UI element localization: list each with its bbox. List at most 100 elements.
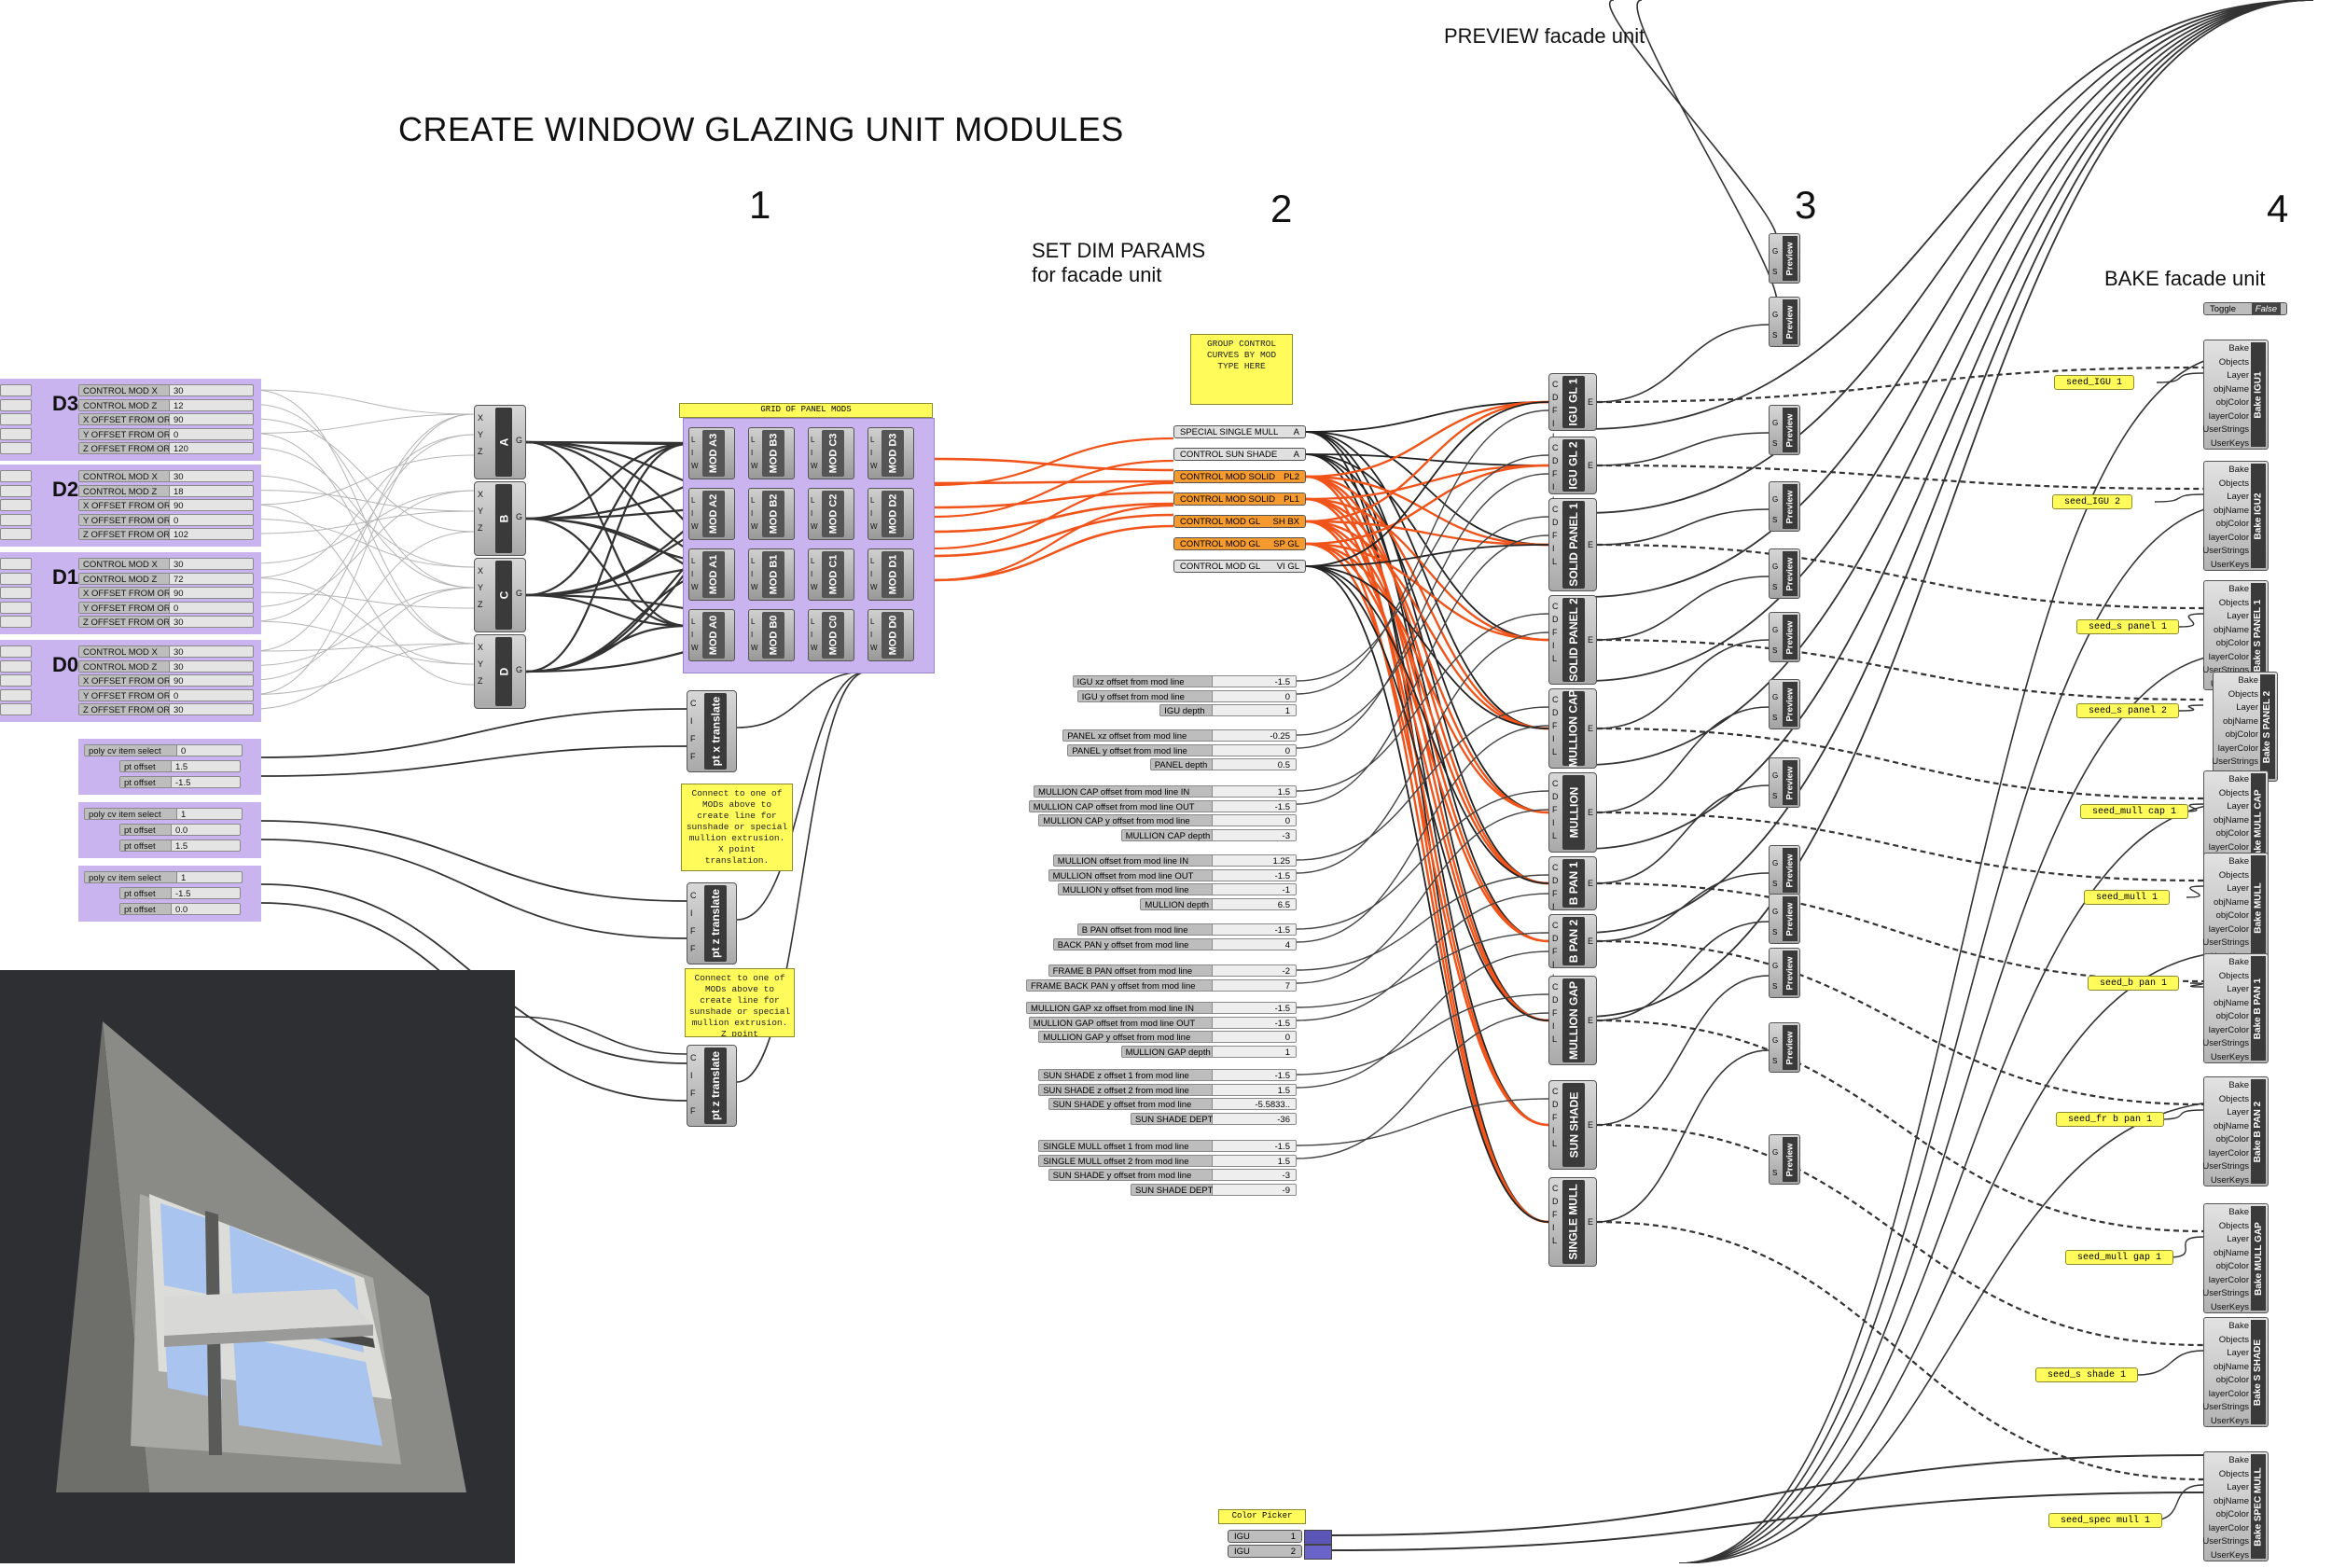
dim-param[interactable]: IGU xz offset from mod line-1.5 [1072,675,1297,687]
dim-param[interactable]: SUN SHADE y offset from mod line-3 [1048,1169,1297,1181]
number-slider[interactable]: Z OFFSET FROM ORIGIN102 [78,528,254,540]
slider-stub[interactable] [0,413,32,425]
slider-stub[interactable] [0,384,32,396]
slider-stub[interactable] [0,572,32,585]
number-slider[interactable]: Z OFFSET FROM ORIGIN120 [78,442,254,454]
dim-param[interactable]: SINGLE MULL offset 1 from mod line-1.5 [1038,1140,1297,1152]
slider-stub[interactable] [0,442,32,454]
slider-stub[interactable] [0,688,32,701]
number-slider[interactable]: Y OFFSET FROM ORIGIN0 [78,688,254,701]
dim-param[interactable]: PANEL xz offset from mod line-0.25 [1062,729,1297,742]
seed-panel[interactable]: seed_s shade 1 [2035,1367,2139,1382]
seed-panel[interactable]: seed_spec mull 1 [2048,1513,2163,1528]
dim-param[interactable]: MULLION GAP offset from mod line OUT-1.5 [1028,1016,1297,1029]
dim-param[interactable]: SUN SHADE DEPTH-9 [1131,1183,1297,1196]
dim-param[interactable]: MULLION y offset from mod line-1 [1058,883,1297,895]
poly-slider[interactable]: pt offset-1.5 [119,776,241,788]
dim-param[interactable]: FRAME B PAN offset from mod line-2 [1048,964,1297,977]
seed-panel[interactable]: seed_s panel 2 [2076,703,2180,718]
seed-panel[interactable]: seed_IGU 1 [2054,375,2135,390]
dim-param[interactable]: SUN SHADE z offset 1 from mod line-1.5 [1038,1069,1297,1081]
dim-param[interactable]: B PAN offset from mod line-1.5 [1076,923,1297,936]
number-slider[interactable]: Y OFFSET FROM ORIGIN0 [78,513,254,526]
dim-param[interactable]: SUN SHADE y offset from mod line-5.5833.… [1048,1098,1297,1110]
slider-stub[interactable] [0,616,32,628]
seed-panel[interactable]: seed_mull gap 1 [2065,1250,2174,1265]
seed-panel[interactable]: seed_b pan 1 [2088,976,2180,991]
slider-stub[interactable] [0,659,32,673]
slider-stub[interactable] [0,674,32,687]
seed-panel[interactable]: seed_s panel 1 [2076,619,2180,634]
slider-stub[interactable] [0,528,32,540]
dim-param[interactable]: SUN SHADE DEPTH-36 [1131,1112,1297,1125]
color-swatch[interactable] [1304,1530,1332,1545]
number-slider[interactable]: X OFFSET FROM ORIGIN90 [78,674,254,687]
number-slider[interactable]: Z OFFSET FROM ORIGIN30 [78,703,254,715]
slider-stub[interactable] [0,499,32,511]
seed-panel[interactable]: seed_mull cap 1 [2080,804,2189,819]
seed-panel[interactable]: seed_fr b pan 1 [2056,1112,2165,1127]
color-swatch[interactable] [1304,1545,1332,1560]
builder-component[interactable]: C D F I LB PAN 1E [1548,856,1597,924]
slider-stub[interactable] [0,587,32,599]
number-slider[interactable]: Y OFFSET FROM ORIGIN0 [78,601,254,614]
rhino-viewport[interactable] [0,970,515,1563]
